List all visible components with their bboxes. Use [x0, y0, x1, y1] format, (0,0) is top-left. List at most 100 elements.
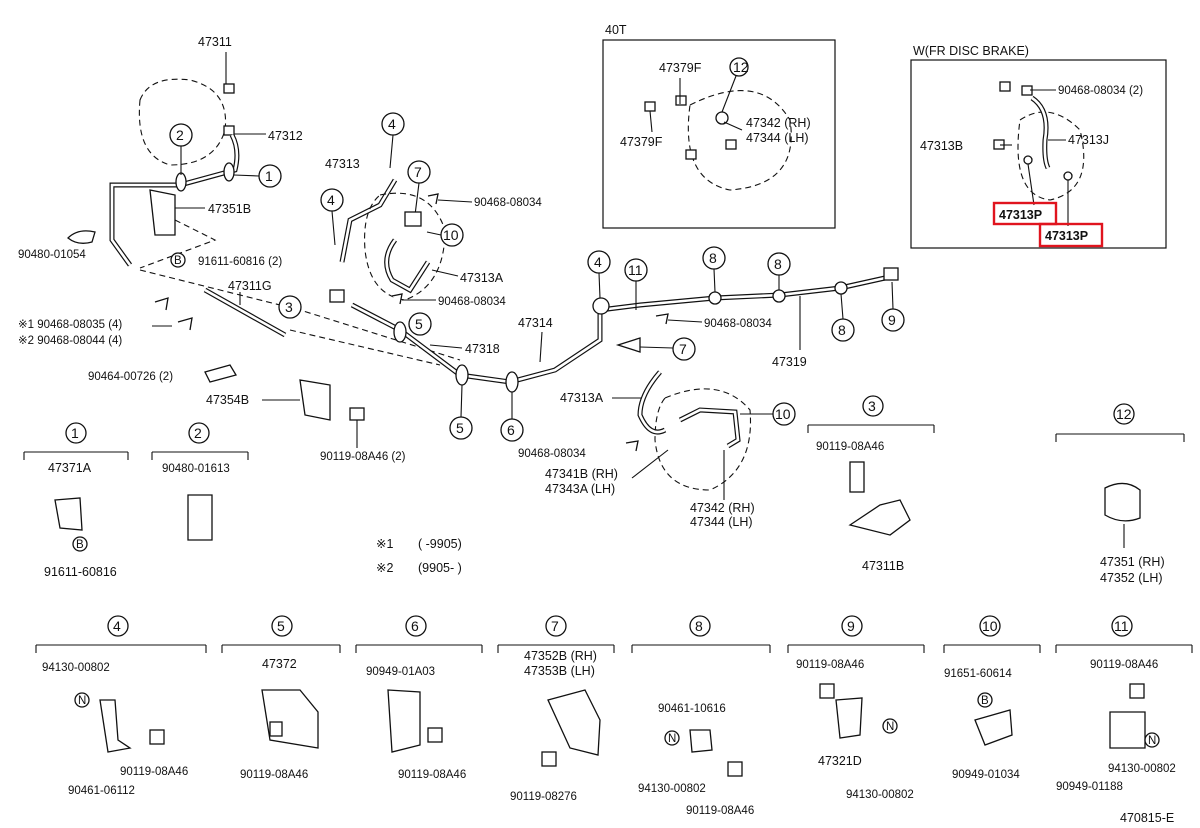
callout-8-c-text: 8 — [838, 322, 846, 338]
label-91611-60816: 91611-60816 — [44, 565, 117, 579]
label-47342-rh: 47342 (RH) — [746, 116, 811, 130]
callout-11-main-text: 11 — [628, 262, 643, 278]
callout-12-inset — [729, 57, 749, 77]
detail-12: 12 47351 (RH) 47352 (LH) — [1055, 403, 1185, 585]
label-47352-lh: 47352 (LH) — [1100, 571, 1163, 585]
detail-1-ref-text: 1 — [71, 425, 79, 441]
label-90119-08a46-d11: 90119-08A46 — [1090, 659, 1158, 671]
flex-hose-inner — [1031, 96, 1050, 169]
label-90468-08034-upper: 90468-08034 — [474, 197, 542, 209]
part-47311b — [848, 499, 911, 536]
hole-part — [715, 111, 729, 125]
label-90468-08044: ※2 90468-08044 (4) — [18, 335, 122, 347]
callout-9-main-text: 9 — [888, 312, 896, 328]
bolt-part — [849, 461, 865, 493]
bracket-part — [615, 337, 641, 353]
callout-4-top-text: 4 — [388, 116, 396, 132]
clip-part — [391, 293, 403, 305]
detail-6-ref-text: 6 — [411, 618, 419, 634]
badge-b-detail-10 — [977, 692, 993, 708]
badge-n-detail-11 — [1144, 732, 1160, 748]
fitting-part — [685, 149, 697, 160]
bolt-part — [149, 729, 165, 745]
label-47379f-top: 47379F — [659, 61, 702, 75]
part-47371a — [54, 497, 83, 531]
inset-disc-title: W(FR DISC BRAKE) — [913, 44, 1029, 58]
note-1-mark: ※1 — [376, 537, 393, 551]
label-47354b: 47354B — [206, 393, 249, 407]
leader — [598, 272, 601, 299]
label-90461-10616: 90461-10616 — [658, 703, 726, 715]
label-47372: 47372 — [262, 657, 297, 671]
detail-12-ref-text: 12 — [1116, 406, 1132, 422]
label-94130-00802-d11: 94130-00802 — [1108, 763, 1176, 775]
note-2-range: (9905- ) — [418, 561, 462, 575]
callout-4-right-text: 4 — [594, 254, 602, 270]
clip-part — [177, 317, 193, 331]
label-94130-00802-d4: 94130-00802 — [42, 662, 110, 674]
callout-12-inset-text: 12 — [733, 59, 749, 75]
badge-n-detail-9-text: N — [886, 721, 894, 733]
label-90468-08035: ※1 90468-08035 (4) — [18, 319, 122, 331]
leader — [723, 121, 743, 131]
leader — [891, 281, 894, 310]
leader — [1027, 163, 1035, 206]
label-90461-06112: 90461-06112 — [68, 785, 135, 797]
label-47343a-lh: 47343A (LH) — [545, 482, 615, 496]
detail-4-ref-text: 4 — [113, 618, 121, 634]
callout-7-right-text: 7 — [679, 341, 687, 357]
detail-5: 5 47372 90119-08A46 — [221, 615, 341, 781]
detail-7: 7 47352B (RH) 47353B (LH) 90119-08276 — [497, 615, 615, 803]
detail-3-ref — [862, 395, 884, 417]
leader — [539, 331, 543, 363]
inset-40t-title: 40T — [605, 23, 627, 37]
badge-n-detail-4 — [74, 692, 90, 708]
leader — [431, 269, 459, 277]
label-90949-01a03: 90949-01A03 — [366, 666, 435, 678]
label-47351-rh: 47351 (RH) — [1100, 555, 1165, 569]
grommet-part — [175, 172, 187, 192]
inset-40t: 40T 12 47379F 47379F 47342 (RH) 47344 (L… — [602, 23, 836, 229]
label-90949-01188: 90949-01188 — [1056, 781, 1123, 793]
label-90119-08a46-2: 90119-08A46 (2) — [320, 451, 406, 463]
detail-10-ref — [979, 615, 1001, 637]
leader — [389, 134, 394, 169]
clip-circle — [592, 297, 610, 315]
leader — [840, 293, 844, 320]
inset-40t-frame — [602, 39, 836, 229]
detail-6-ref — [405, 615, 427, 637]
bleeder-hole — [1023, 155, 1033, 165]
label-47318: 47318 — [465, 342, 500, 356]
detail-6: 6 90949-01A03 90119-08A46 — [355, 615, 483, 781]
detail-11: 11 90119-08A46 N 94130-00802 90949-01188 — [1055, 615, 1193, 793]
rotor-outline — [1017, 111, 1085, 201]
detail-11-ref — [1111, 615, 1133, 637]
label-90119-08a46-d3: 90119-08A46 — [816, 441, 884, 453]
bolt-part — [1129, 683, 1145, 699]
note-2-mark: ※2 — [376, 561, 393, 575]
label-90468-08034-lower: 90468-08034 — [438, 296, 506, 308]
detail-2-ref-text: 2 — [194, 425, 202, 441]
callout-5-lower-text: 5 — [456, 420, 464, 436]
badge-n-detail-11-text: N — [1148, 735, 1156, 747]
label-47341b-rh: 47341B (RH) — [545, 467, 618, 481]
master-cylinder-outline — [138, 78, 227, 166]
fitting-part — [644, 101, 656, 112]
callout-1-main-text: 1 — [265, 168, 273, 184]
bolt-part — [819, 683, 835, 699]
diagram-id: 470815-E — [1120, 811, 1174, 825]
label-91651-60614: 91651-60614 — [944, 668, 1012, 680]
part-90949-01034 — [974, 709, 1013, 746]
clip-part — [655, 313, 669, 325]
label-47353b-lh: 47353B (LH) — [524, 664, 595, 678]
bolt-part — [349, 407, 365, 421]
fitting-part — [725, 139, 737, 150]
label-90119-08a46-d9: 90119-08A46 — [796, 659, 864, 671]
drum-outline — [687, 90, 792, 191]
label-91611-60816-2: 91611-60816 (2) — [198, 256, 282, 268]
detail-2: 2 90480-01613 — [151, 422, 249, 541]
dash-guide — [139, 219, 217, 269]
highlight-box-2 — [1038, 222, 1104, 248]
clamp-90464 — [204, 364, 238, 383]
badge-b-detail-10-text: B — [981, 695, 989, 707]
